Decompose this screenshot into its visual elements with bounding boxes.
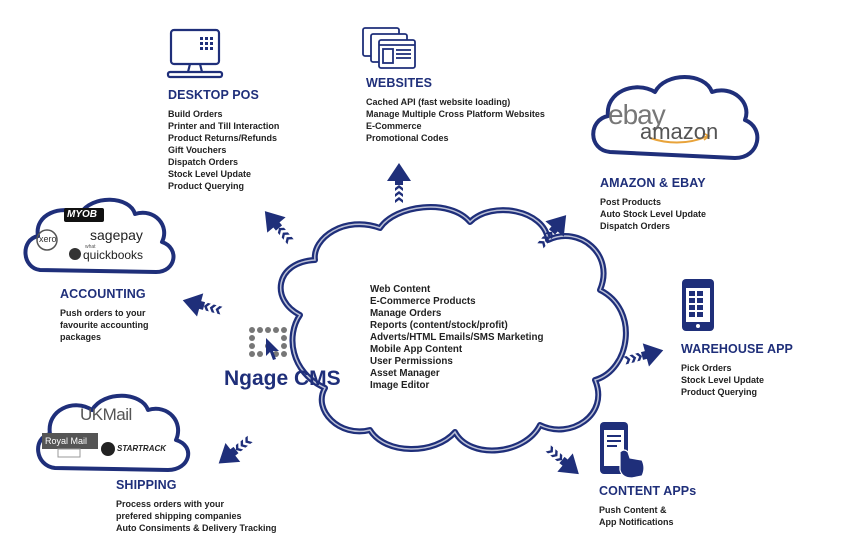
amazon-ebay-section: AMAZON & EBAY Post Products Auto Stock L… xyxy=(600,176,706,232)
royalmail-logo: Royal Mail xyxy=(45,436,88,446)
arrow-accounting xyxy=(182,293,223,317)
list-item: Stock Level Update xyxy=(681,375,765,385)
list-item: Product Querying xyxy=(168,181,245,191)
warehouse-app-section: WAREHOUSE APP Pick Orders Stock Level Up… xyxy=(681,342,793,398)
ebay-logo: ebay xyxy=(608,99,666,130)
xero-logo: xero xyxy=(39,234,57,244)
quickbooks-small: what xyxy=(85,244,96,250)
accounting-cloud xyxy=(23,197,176,274)
shipping-title: SHIPPING xyxy=(116,478,177,492)
list-item: Build Orders xyxy=(168,109,223,119)
websites-section: WEBSITES Cached API (fast website loadin… xyxy=(366,76,545,144)
list-item: Auto Stock Level Update xyxy=(600,209,707,219)
list-item: Cached API (fast website loading) xyxy=(366,97,511,107)
accounting-line: packages xyxy=(60,332,102,342)
ngage-cms-brand: Ngage CMS xyxy=(224,367,341,390)
list-item: Push Content & xyxy=(599,505,667,515)
desktop-pos-icon xyxy=(166,28,224,79)
arrow-warehouse-app xyxy=(623,343,664,367)
amazon-ebay-title: AMAZON & EBAY xyxy=(600,176,706,190)
quickbooks-logo: quickbooks xyxy=(83,248,144,262)
list-item: Auto Consiments & Delivery Tracking xyxy=(116,523,277,533)
arrow-shipping xyxy=(218,435,253,464)
list-item: Dispatch Orders xyxy=(168,157,239,167)
cms-feature: Adverts/HTML Emails/SMS Marketing xyxy=(370,332,544,343)
accounting-section: ACCOUNTING Push orders to your favourite… xyxy=(60,287,149,343)
cms-feature: Web Content xyxy=(370,284,431,295)
phone-touch-icon xyxy=(600,422,645,479)
cms-feature: User Permissions xyxy=(370,356,453,367)
warehouse-app-title: WAREHOUSE APP xyxy=(681,342,793,356)
accounting-line: favourite accounting xyxy=(60,320,149,330)
desktop-pos-section: DESKTOP POS Build Orders Printer and Til… xyxy=(168,88,279,192)
list-item: Stock Level Update xyxy=(168,169,252,179)
cms-feature: Image Editor xyxy=(370,380,430,391)
cms-feature: Reports (content/stock/profit) xyxy=(370,320,508,331)
amazon-ebay-cloud xyxy=(591,75,760,160)
content-apps-section: CONTENT APPs Push Content & App Notifica… xyxy=(599,484,696,528)
desktop-pos-title: DESKTOP POS xyxy=(168,88,259,102)
websites-icon xyxy=(362,27,416,69)
arrow-content-apps xyxy=(545,445,579,475)
cms-feature: Asset Manager xyxy=(370,368,440,379)
myob-logo: MYOB xyxy=(67,209,97,220)
arrow-websites xyxy=(387,163,411,203)
list-item: Dispatch Orders xyxy=(600,221,671,231)
accounting-line: Push orders to your xyxy=(60,308,146,318)
arrow-amazon-ebay xyxy=(537,215,567,249)
list-item: Post Products xyxy=(600,197,662,207)
list-item: Product Returns/Refunds xyxy=(168,133,278,143)
accounting-title: ACCOUNTING xyxy=(60,287,146,301)
list-item: Product Querying xyxy=(681,387,758,397)
list-item: App Notifications xyxy=(599,517,674,527)
shipping-section: SHIPPING Process orders with your prefer… xyxy=(116,478,277,534)
list-item: Printer and Till Interaction xyxy=(168,121,280,131)
warehouse-tablet-icon xyxy=(682,279,714,331)
list-item: Pick Orders xyxy=(681,363,732,373)
websites-title: WEBSITES xyxy=(366,76,433,90)
list-item: Process orders with your xyxy=(116,499,225,509)
content-apps-title: CONTENT APPs xyxy=(599,484,697,498)
ngage-logo-icon xyxy=(249,327,287,360)
list-item: Gift Vouchers xyxy=(168,145,227,155)
list-item: prefered shipping companies xyxy=(116,511,242,521)
cms-feature: E-Commerce Products xyxy=(370,296,476,307)
list-item: Promotional Codes xyxy=(366,133,449,143)
sagepay-logo: sagepay xyxy=(90,227,143,243)
startrack-logo: STARTRACK xyxy=(117,444,167,453)
amazon-logo: amazon xyxy=(640,119,719,144)
arrow-desktop-pos xyxy=(264,211,294,245)
cms-feature-list: Web Content E-Commerce Products Manage O… xyxy=(370,284,543,392)
list-item: E-Commerce xyxy=(366,121,422,131)
list-item: Manage Multiple Cross Platform Websites xyxy=(366,109,545,119)
ukmail-logo: UKMail xyxy=(80,405,132,424)
cms-feature: Mobile App Content xyxy=(370,344,463,355)
cms-feature: Manage Orders xyxy=(370,308,442,319)
